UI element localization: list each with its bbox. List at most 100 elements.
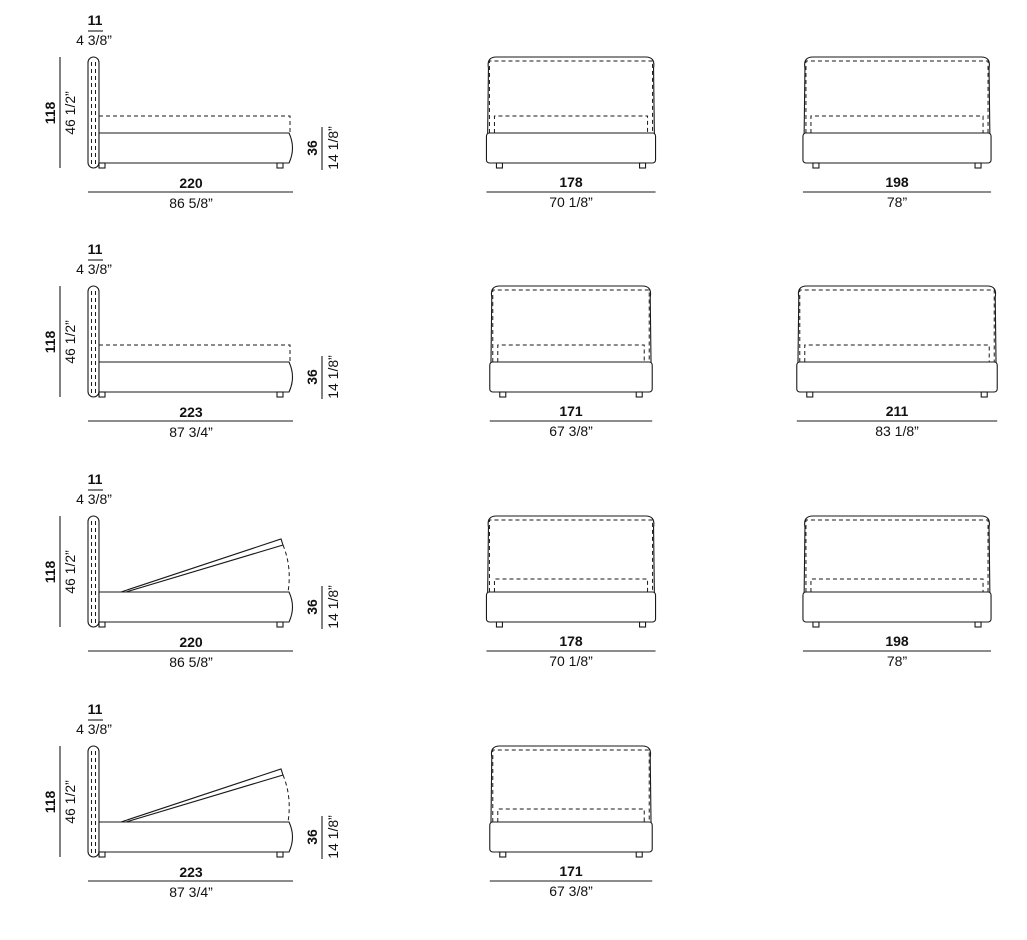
headboard [87, 56, 100, 169]
headboard-frame-hidden-line [492, 749, 650, 822]
width-cm: 171 [559, 403, 583, 419]
bed-foot [98, 851, 106, 858]
bed-base [485, 591, 657, 623]
width-cm: 171 [559, 863, 583, 879]
width-cm: 178 [559, 174, 583, 190]
width-in: 78” [887, 653, 908, 669]
base-height-in: 14 1/8” [325, 585, 341, 629]
bed-foot [974, 621, 982, 628]
headboard-depth-in: 4 3/8” [76, 32, 112, 48]
bed-foot [974, 162, 982, 169]
mattress-outline [810, 115, 984, 133]
bed-base [98, 132, 294, 164]
headboard-frame-hidden-line [799, 289, 995, 362]
headboard-depth-in: 4 3/8” [76, 261, 112, 277]
lifted-storage-lid [120, 768, 284, 823]
bed-foot [635, 851, 643, 858]
mattress-outline [497, 808, 645, 822]
width-in: 70 1/8” [549, 653, 593, 669]
length-cm: 223 [179, 404, 203, 420]
height-cm: 118 [42, 560, 58, 583]
base-height-cm: 36 [304, 140, 320, 156]
bed-base [98, 821, 294, 853]
height-cm: 118 [42, 790, 58, 813]
mattress-outline [99, 344, 291, 362]
bed-foot [812, 162, 820, 169]
mattress-outline [804, 344, 990, 362]
height-in: 46 1/2” [62, 320, 78, 364]
headboard [87, 285, 100, 398]
bed-base [489, 361, 653, 393]
lid-swing-arc [282, 774, 290, 823]
base-height-in: 14 1/8” [325, 126, 341, 170]
front-view: 178 70 1/8” [485, 515, 657, 669]
front-view: 171 67 3/8” [489, 285, 653, 439]
bed-base [98, 361, 294, 393]
headboard-depth-cm: 11 [88, 701, 103, 717]
bed-foot [499, 851, 507, 858]
width-cm: 198 [885, 174, 909, 190]
headboard-depth-in: 4 3/8” [76, 721, 112, 737]
bed-foot [495, 162, 504, 169]
length-in: 86 5/8” [169, 195, 213, 211]
base-height-in: 14 1/8” [325, 815, 341, 859]
width-cm: 198 [885, 633, 909, 649]
width-cm: 178 [559, 633, 583, 649]
length-cm: 223 [179, 864, 203, 880]
bed-foot [276, 162, 284, 169]
bed-base [489, 821, 653, 853]
bed-base [485, 132, 657, 164]
width-in: 83 1/8” [875, 423, 919, 439]
mattress-outline [493, 115, 649, 133]
bed-foot [276, 391, 284, 398]
bed-foot [980, 391, 988, 398]
bed-foot [499, 391, 507, 398]
bed-foot [806, 391, 814, 398]
width-in: 67 3/8” [549, 423, 593, 439]
bed-foot [276, 621, 284, 628]
height-cm: 118 [42, 330, 58, 353]
width-in: 67 3/8” [549, 883, 593, 899]
bed-base [98, 591, 294, 623]
length-in: 87 3/4” [169, 424, 213, 440]
base-height-in: 14 1/8” [325, 355, 341, 399]
width-in: 78” [887, 194, 908, 210]
bed-foot [638, 621, 647, 628]
bed-base [802, 591, 992, 623]
lid-swing-arc [282, 544, 290, 593]
headboard-depth-cm: 11 [88, 241, 103, 257]
bed-foot [98, 162, 106, 169]
bed-foot [638, 162, 647, 169]
length-cm: 220 [179, 634, 203, 650]
width-cm: 211 [886, 403, 909, 419]
mattress-outline [497, 344, 645, 362]
length-in: 86 5/8” [169, 654, 213, 670]
headboard-depth-cm: 11 [88, 471, 103, 487]
mattress-outline [99, 115, 291, 133]
bed-base [802, 132, 992, 164]
base-height-cm: 36 [304, 829, 320, 845]
headboard [87, 745, 100, 858]
front-view: 171 67 3/8” [489, 745, 653, 899]
headboard-depth-in: 4 3/8” [76, 491, 112, 507]
height-in: 46 1/2” [62, 780, 78, 824]
headboard-frame-hidden-line [488, 60, 654, 133]
height-in: 46 1/2” [62, 91, 78, 135]
headboard-depth-cm: 11 [88, 12, 103, 28]
headboard [87, 515, 100, 628]
bed-foot [495, 621, 504, 628]
bed-base [796, 361, 998, 393]
length-cm: 220 [179, 175, 203, 191]
bed-foot [812, 621, 820, 628]
